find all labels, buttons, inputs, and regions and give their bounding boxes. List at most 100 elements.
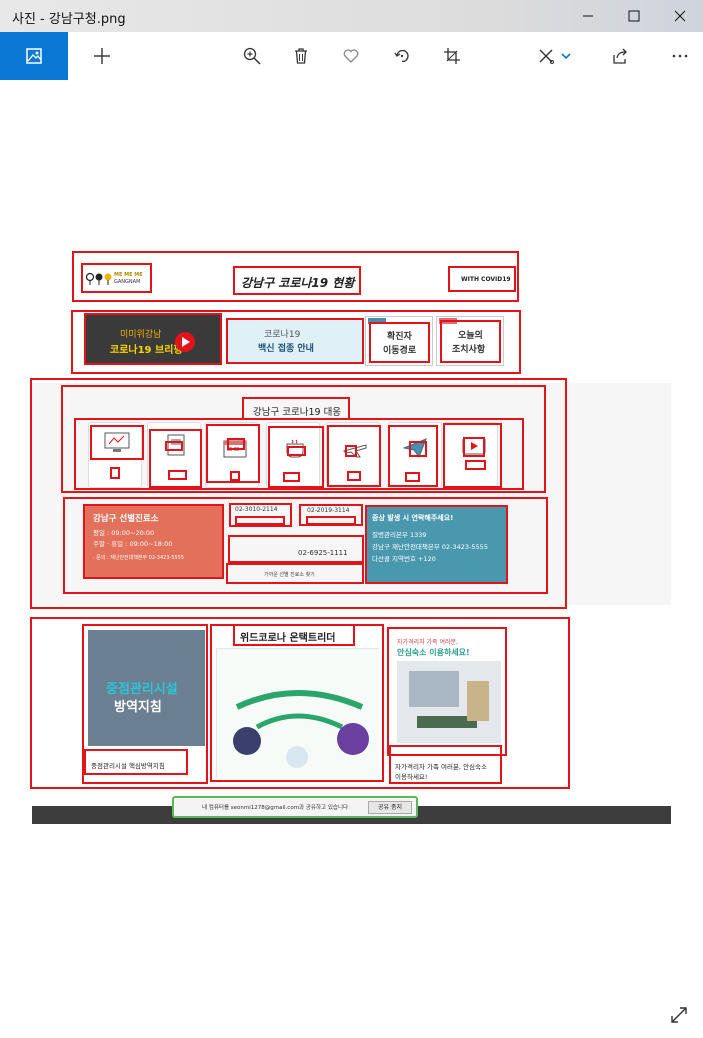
with-covid-box: WITH COVID19 xyxy=(448,266,516,292)
add-button[interactable] xyxy=(82,32,122,80)
briefing-line2: 코로나19 브리핑 xyxy=(110,345,183,356)
room-photo-icon xyxy=(397,661,501,743)
response-label-5-box xyxy=(347,471,361,481)
clinic-phone2: 02-2019-3114 xyxy=(307,507,350,514)
route-tile-badge xyxy=(368,318,386,324)
clinic-find-box[interactable]: 가까운 선별 진료소 찾기 xyxy=(226,563,364,584)
clinic-note: · 문의 : 재난안전대책본부 02-3423-5555 xyxy=(93,555,185,561)
close-button[interactable] xyxy=(657,0,703,32)
clinic-phone2-label-box xyxy=(306,516,356,525)
today-banner[interactable]: 오늘의 조치사항 xyxy=(440,320,501,363)
contact-title: 위드코로나 온택트리더 xyxy=(240,633,336,644)
right-card[interactable]: 자가격리자 가족 여러분, 안심숙소 이용하세요! xyxy=(387,627,507,756)
expand-icon xyxy=(671,1007,687,1023)
crop-icon xyxy=(444,48,460,64)
vaccine-line1: 코로나19 xyxy=(264,330,301,340)
fullscreen-button[interactable] xyxy=(666,1002,692,1028)
vaccine-banner[interactable]: 코로나19 백신 접종 안내 xyxy=(226,318,364,364)
clinic-title: 강남구 선별진료소 xyxy=(93,514,159,524)
right-caption-line1: 자가격리자 가족 여러분, 안심숙소 xyxy=(395,763,487,771)
gallery-button[interactable] xyxy=(0,32,68,80)
right-caption-box: 자가격리자 가족 여러분, 안심숙소 이용하세요! xyxy=(389,745,502,784)
clinic-weekday: 평일 : 09:00~20:00 xyxy=(93,529,155,537)
route-banner[interactable]: 확진자 이동경로 xyxy=(369,322,430,363)
share-button[interactable] xyxy=(600,32,640,80)
stop-sharing-button[interactable]: 공유 중지 xyxy=(368,801,412,814)
briefing-line1: 미미위강남 xyxy=(120,330,162,340)
maximize-button[interactable] xyxy=(611,0,657,32)
response-label-2-box xyxy=(168,470,187,480)
add-icon xyxy=(94,48,110,64)
clinic-weekend: 주말 · 휴일 : 09:00~18:00 xyxy=(93,540,173,548)
header-region xyxy=(72,251,519,302)
with-covid-label: WITH COVID19 xyxy=(461,276,511,283)
play-icon xyxy=(175,332,195,352)
response-icon-3-inner xyxy=(227,438,245,450)
favorite-icon xyxy=(343,49,359,63)
response-title: 강남구 코로나19 대응 xyxy=(253,407,342,418)
page-title: 강남구 코로나19 현황 xyxy=(241,276,355,290)
minimize-button[interactable] xyxy=(565,0,611,32)
contact-card[interactable] xyxy=(210,624,384,782)
response-label-1-box xyxy=(110,467,120,479)
symptom-line2: 강남구 재난안전대책본부 02-3423-5555 xyxy=(372,543,488,551)
delete-icon xyxy=(295,48,307,64)
logo-icon xyxy=(86,272,112,285)
response-icon-4-inner xyxy=(287,446,306,456)
left-card-poster: 중점관리시설 방역지침 xyxy=(88,630,205,746)
zoom-in-button[interactable] xyxy=(232,32,272,80)
briefing-banner[interactable]: 미미위강남 코로나19 브리핑 xyxy=(84,313,222,365)
response-icons-row xyxy=(74,418,524,490)
clinic-card[interactable]: 강남구 선별진료소 평일 : 09:00~20:00 주말 · 휴일 : 09:… xyxy=(83,504,224,579)
more-icon xyxy=(672,54,688,58)
symptom-title: 증상 발생 시 연락해주세요! xyxy=(372,514,454,522)
route-line1: 확진자 xyxy=(387,332,412,342)
edit-dropdown-button[interactable] xyxy=(556,32,576,80)
logo-region: ME ME ME GANGNAM xyxy=(81,263,152,293)
right-caption-line2: 이용하세요! xyxy=(395,773,428,781)
window-titlebar: 사진 - 강남구청.png xyxy=(0,0,703,32)
clinic-phone1-box[interactable]: 02-3010-2114 xyxy=(229,503,292,527)
route-tile xyxy=(365,316,433,366)
more-button[interactable] xyxy=(660,32,700,80)
left-card[interactable]: 중점관리시설 방역지침 xyxy=(82,624,208,784)
symptom-card[interactable]: 증상 발생 시 연락해주세요! 질병관리본부 1339 강남구 재난안전대책본부… xyxy=(365,505,508,584)
vaccine-line2: 백신 접종 안내 xyxy=(258,344,314,354)
maximize-icon xyxy=(628,10,640,22)
crop-button[interactable] xyxy=(432,32,472,80)
clinic-phone3: 02-6925-1111 xyxy=(298,549,348,557)
favorite-button[interactable] xyxy=(331,32,371,80)
left-poster-line2: 방역지침 xyxy=(114,700,162,715)
clinic-phone2-box[interactable]: 02-2019-3114 xyxy=(299,504,363,526)
clinic-phone3-box[interactable]: 02-6925-1111 xyxy=(228,535,364,563)
close-icon xyxy=(674,10,686,22)
response-icon-7-inner xyxy=(463,437,485,457)
edit-draw-icon xyxy=(539,49,554,64)
gallery-icon xyxy=(26,48,42,64)
window-title: 사진 - 강남구청.png xyxy=(12,12,126,27)
left-caption-box: 중점관리시설 핵심방역지침 xyxy=(84,749,188,775)
contact-title-box: 위드코로나 온택트리더 xyxy=(233,624,355,646)
response-icon-1-box xyxy=(90,425,144,460)
symptom-line3: 다산콜 지역번호 +120 xyxy=(372,555,436,563)
response-label-7-box xyxy=(465,460,486,470)
today-tile xyxy=(436,316,504,366)
clinic-phone1: 02-3010-2114 xyxy=(235,506,278,513)
left-poster-line1: 중점관리시설 xyxy=(106,682,178,697)
response-tile-7[interactable] xyxy=(444,422,498,488)
response-icon-6-inner xyxy=(409,441,427,457)
response-icons-region xyxy=(61,385,546,493)
response-label-6-box xyxy=(405,472,420,482)
response-icon-2-inner xyxy=(165,441,183,451)
edit-draw-button[interactable] xyxy=(526,32,566,80)
rotate-icon xyxy=(394,49,409,63)
logo-text-bottom: GANGNAM xyxy=(114,279,141,285)
clinic-find-label: 가까운 선별 진료소 찾기 xyxy=(264,572,315,578)
left-caption: 중점관리시설 핵심방역지침 xyxy=(91,762,165,770)
rotate-button[interactable] xyxy=(382,32,422,80)
bottom-region xyxy=(30,617,570,789)
delete-button[interactable] xyxy=(281,32,321,80)
zoom-in-icon xyxy=(243,47,261,65)
logo-text-top: ME ME ME xyxy=(114,272,143,278)
chevron-down-icon xyxy=(561,53,571,60)
